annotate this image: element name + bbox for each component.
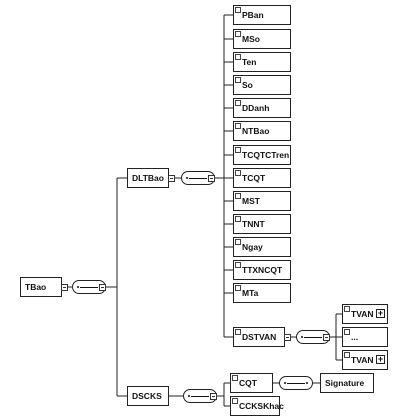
node-tbao[interactable]: TBao [20,277,62,297]
node-label: Ten [242,57,257,67]
node-label: TTXNCQT [242,265,283,275]
node-label: TBao [25,282,47,292]
node-label: MTa [242,288,259,298]
node-label: MSo [242,34,260,44]
node-ellipsis[interactable]: ... [342,327,388,347]
node-tvan-first[interactable]: TVAN+ [342,304,388,324]
element-icon [235,54,241,60]
node-label: DSCKS [132,391,162,401]
collapse-icon[interactable] [208,175,215,182]
node-label: ... [351,332,359,342]
node-ddanh[interactable]: DDanh [233,98,291,118]
node-mst[interactable]: MST [233,191,291,211]
node-ttxncqt[interactable]: TTXNCQT [233,260,291,280]
node-pban[interactable]: PBan [233,5,291,25]
element-icon [235,77,241,83]
node-label: So [242,80,253,90]
element-icon [235,239,241,245]
node-dscks[interactable]: DSCKS [127,386,169,406]
node-tvan-last[interactable]: TVAN+ [342,350,388,370]
collapse-icon[interactable] [323,334,330,341]
node-label: NTBao [242,126,270,136]
element-icon [235,147,241,153]
element-icon [232,375,238,381]
node-label: Signature [325,378,365,388]
element-icon [235,100,241,106]
node-mso[interactable]: MSo [233,29,291,49]
node-cqt[interactable]: CQT [230,373,273,393]
node-label: DDanh [242,103,270,113]
node-label: TCQT [242,173,266,183]
node-label: CQT [239,378,257,388]
collapse-icon[interactable] [61,284,68,291]
element-icon [235,285,241,291]
node-signature[interactable]: Signature [320,373,374,393]
node-so[interactable]: So [233,75,291,95]
node-tnnt[interactable]: TNNT [233,214,291,234]
element-icon [235,193,241,199]
node-label: Ngay [242,242,263,252]
node-label: TVAN [351,355,374,365]
expand-icon[interactable]: + [376,308,385,318]
node-label: TVAN [351,309,374,319]
node-dltbao[interactable]: DLTBao [127,168,169,188]
node-ntbao[interactable]: NTBao [233,121,291,141]
element-icon [232,398,238,404]
node-label: PBan [242,10,264,20]
node-ten[interactable]: Ten [233,52,291,72]
element-icon [235,123,241,129]
element-icon [235,216,241,222]
node-label: TCQTCTren [242,150,290,160]
element-icon [344,306,350,312]
collapse-icon[interactable] [284,334,291,341]
node-cckskhac[interactable]: CCKSKhac [230,396,284,416]
sequence-compositor-icon[interactable] [279,376,313,390]
node-label: MST [242,196,260,206]
node-mta[interactable]: MTa [233,283,291,303]
node-tcqt[interactable]: TCQT [233,168,291,188]
element-icon [235,31,241,37]
element-icon [235,170,241,176]
element-icon [344,352,350,358]
node-dstvan[interactable]: DSTVAN [233,327,285,347]
collapse-icon[interactable] [99,284,106,291]
element-icon [235,262,241,268]
node-label: DLTBao [132,173,164,183]
collapse-icon[interactable] [168,175,175,182]
node-ngay[interactable]: Ngay [233,237,291,257]
node-label: DSTVAN [242,332,277,342]
element-icon [235,7,241,13]
node-label: CCKSKhac [239,401,284,411]
element-icon [344,329,350,335]
node-label: TNNT [242,219,265,229]
node-tcqtctren[interactable]: TCQTCTren [233,145,291,165]
element-icon [235,329,241,335]
expand-icon[interactable]: + [376,354,385,364]
collapse-icon[interactable] [210,393,217,400]
